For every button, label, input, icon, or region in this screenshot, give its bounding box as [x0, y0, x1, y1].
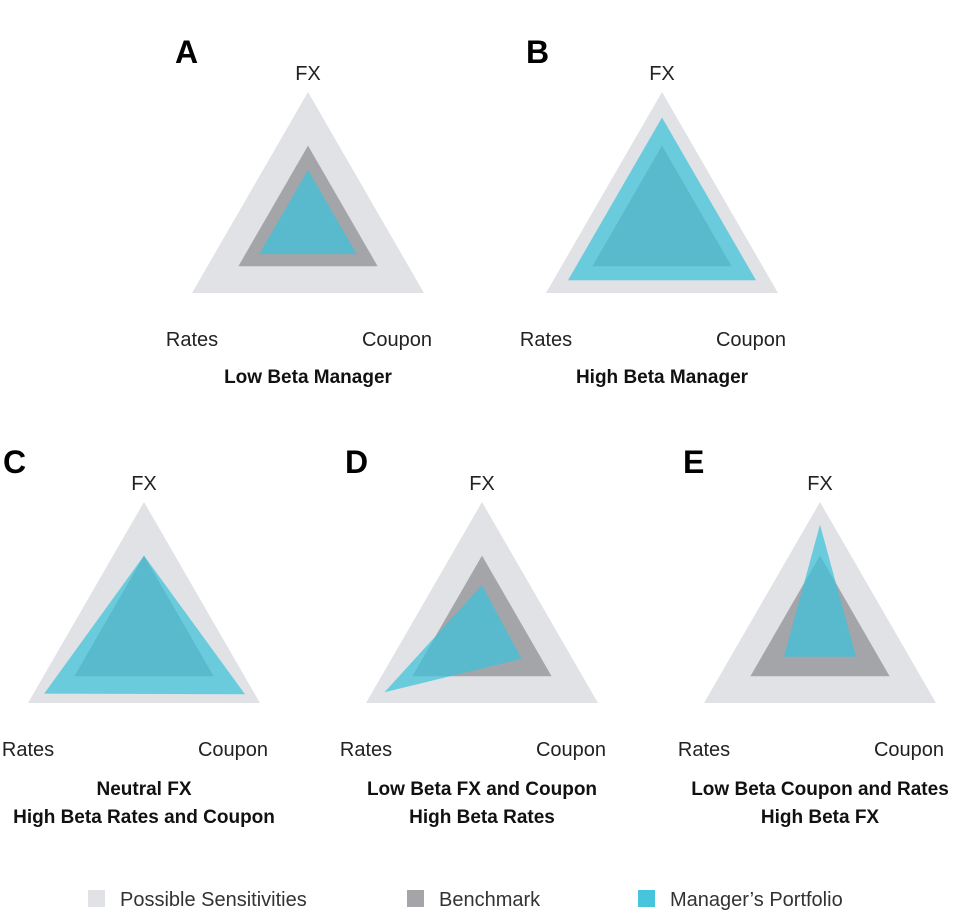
panel-caption: High Beta Rates [409, 807, 555, 828]
panel-letter: A [175, 34, 198, 70]
legend-label: Manager’s Portfolio [670, 889, 843, 911]
panel-caption: Low Beta Coupon and Rates [691, 779, 949, 800]
panel-caption: Low Beta Manager [224, 367, 392, 388]
axis-label-rates: Rates [340, 739, 392, 761]
axis-label-coupon: Coupon [716, 329, 786, 351]
portfolio-triangle [568, 117, 756, 281]
portfolio-triangle [384, 585, 522, 693]
axis-label-coupon: Coupon [198, 739, 268, 761]
panel-caption: Low Beta FX and Coupon [367, 779, 597, 800]
legend-swatch [638, 890, 655, 907]
axis-label-rates: Rates [520, 329, 572, 351]
axis-label-coupon: Coupon [874, 739, 944, 761]
axis-label-fx: FX [131, 473, 157, 495]
panel-caption: High Beta Manager [576, 367, 749, 388]
portfolio-triangle [44, 555, 246, 695]
axis-label-rates: Rates [2, 739, 54, 761]
panel-letter: D [345, 444, 368, 480]
axis-label-fx: FX [295, 63, 321, 85]
axis-label-fx: FX [649, 63, 675, 85]
portfolio-triangle [784, 524, 856, 657]
panel-caption: High Beta Rates and Coupon [13, 807, 275, 828]
portfolio-triangle [259, 169, 357, 255]
legend-item-portfolio: Manager’s Portfolio [638, 889, 843, 911]
panel-letter: E [683, 444, 704, 480]
panel-letter: C [3, 444, 26, 480]
legend-item-benchmark: Benchmark [407, 889, 541, 911]
axis-label-fx: FX [469, 473, 495, 495]
legend-label: Possible Sensitivities [120, 889, 307, 911]
panel-letter: B [526, 34, 549, 70]
axis-label-coupon: Coupon [362, 329, 432, 351]
legend-swatch [88, 890, 105, 907]
legend-item-possible: Possible Sensitivities [88, 889, 307, 911]
panel-caption: Neutral FX [96, 779, 191, 800]
axis-label-rates: Rates [678, 739, 730, 761]
axis-label-coupon: Coupon [536, 739, 606, 761]
legend: Possible Sensitivities Benchmark Manager’s… [88, 889, 843, 911]
axis-label-rates: Rates [166, 329, 218, 351]
axis-label-fx: FX [807, 473, 833, 495]
panel-caption: High Beta FX [761, 807, 880, 828]
legend-swatch [407, 890, 424, 907]
legend-label: Benchmark [439, 889, 541, 911]
